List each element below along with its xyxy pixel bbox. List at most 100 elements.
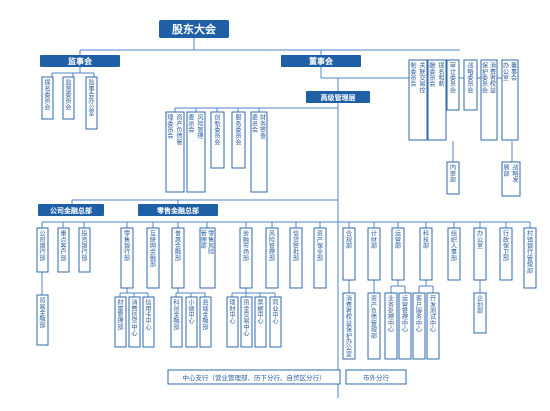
node-corp-banking: 公司银行部 [39,231,45,263]
node-finance-comm: 财务审查委员会 [252,114,266,141]
node-box-investment-banking [78,227,91,273]
node-box-strategy-dept [501,161,521,197]
node-box-city-branch [345,369,407,385]
node-box-board-office [501,59,519,141]
node-service-comm: 服务委员会 [235,115,241,147]
node-operations: 运营部 [395,230,401,250]
node-senior-mgmt: 高级管理层 [321,93,356,102]
node-box-risk-mgmt [265,227,279,289]
node-central-branch: 中心支行（营业管理部、历下分行、自贸区分行） [183,373,326,382]
node-box-dev-test [426,292,440,360]
node-box-sup-audit [62,76,75,120]
node-box-sup-office [85,76,98,130]
node-box-related-party [408,59,428,141]
node-box-central-branch [167,369,341,385]
node-box-supervisory [40,55,120,67]
node-board: 董事会 [309,56,333,66]
node-box-operations [391,227,405,281]
node-strategy-dept: 战略发展部 [503,164,519,184]
node-key-accounts: 重点客户部 [60,230,66,263]
node-dev-test: 开发测试中心 [430,296,436,334]
node-planning: 计财部 [371,230,377,250]
node-city-branch: 市外分行 [363,373,390,382]
node-innovation-comm: 创新委员会 [214,114,220,147]
node-box-retail-banking [120,227,134,289]
node-technology: 科技部 [423,230,429,250]
node-box-sme-center [185,296,198,348]
node-box-admin-security [499,227,513,281]
node-risk-mgmt: 风险管理部 [269,231,276,263]
node-internet-finance: 互联网金融部 [150,231,157,269]
node-investment-banking: 投资银行部 [81,230,87,263]
node-risk-comm: 风险管理委员会 [188,114,204,141]
node-supervisory: 监事会 [68,56,92,66]
node-box-technology [419,227,433,281]
node-box-bill-center [254,296,267,348]
node-bill-center: 票据中心 [257,300,263,326]
node-box-retail-risk [199,227,216,289]
node-box-corp-hq [38,204,104,216]
node-credit-approval: 信贷审批部 [293,230,299,263]
node-internal-audit: 内审部 [450,164,456,184]
node-box-asset-preservation [313,227,327,289]
node-credit-card: 信用卡中心 [145,299,151,332]
node-box-strategy-comm [463,59,478,111]
node-inclusive-finance: 普惠金融部 [175,230,182,263]
node-box-treasury [226,296,239,348]
node-box-interbank [269,296,282,348]
node-box-innovation-comm [210,111,225,169]
node-treasury: 理财中心 [229,300,235,326]
node-interbank: 同业中心 [272,300,278,326]
node-strategy-comm: 战略委员会 [467,62,474,95]
node-retail-hq: 零售金融总部 [156,206,199,215]
node-box-credit-card [142,296,155,348]
node-box-credit-approval [289,227,303,289]
node-box-corp-banking [36,227,49,273]
node-sup-audit: 监督委员会 [65,79,71,112]
node-box-internet-finance [146,227,160,289]
node-alm-comm: 资产负债管理委员会 [167,114,182,147]
node-hr: 组织人事部 [451,230,457,263]
node-box-tech-finance [170,296,183,348]
node-box-key-accounts [57,227,70,273]
node-box-senior-mgmt [306,91,370,103]
node-sup-office: 监事会办公室 [88,79,94,118]
node-rural-finance: 县域金融部 [202,300,209,332]
node-retail-risk: 零售风险管理部 [201,230,216,257]
node-box-wealth-mgmt [114,296,127,348]
vertical-boxes: 提名委员会监督委员会监事会办公室关联交易控制委员会提名和薪酬委员会审计委员会内审… [36,59,537,360]
node-box-shareholders [159,20,229,38]
node-sme-center: 小微中心 [188,299,195,326]
node-box-board [281,55,361,67]
node-box-office [473,227,487,281]
node-box-operation-mgmt [398,292,412,360]
node-capital-trading: 资金交易中心 [243,299,250,338]
node-box-internal-audit [446,161,460,195]
node-customer-service: 客户服务中心 [416,295,422,334]
node-box-business-processing [384,292,398,360]
node-consumer-credit: 消费信贷中心 [131,299,137,338]
node-box-financial-markets [239,227,253,289]
node-sup-nomination: 提名委员会 [44,79,50,112]
node-retail-banking: 零售银行部 [124,231,130,263]
node-box-sup-nomination [41,76,54,120]
node-consumer-office: 消费者权益保护办公室 [346,295,353,359]
node-box-asset-liability [367,292,381,360]
node-box-capital-trading [240,296,253,348]
node-box-retail-hq [138,204,218,216]
node-corp-hq: 公司金融总部 [50,206,92,215]
node-box-risk-comm [186,111,206,193]
node-box-consumer-office [342,292,356,360]
node-board-office: 董事会办公室 [503,62,517,82]
node-box-village-banks [523,227,537,289]
node-shareholders: 股东大会 [172,22,217,36]
node-box-finance-comm [250,111,268,193]
node-business-processing: 业务处理中心 [388,295,394,334]
node-related-party: 关联交易控制委员会 [410,62,425,95]
node-financial-markets: 金融市场部 [243,230,250,263]
node-asset-liability: 资产负债管理部 [371,295,377,340]
node-box-planning-dept [473,292,487,334]
node-village-banks: 村镇银行管理部 [527,230,533,275]
node-box-trade-finance [36,294,49,346]
